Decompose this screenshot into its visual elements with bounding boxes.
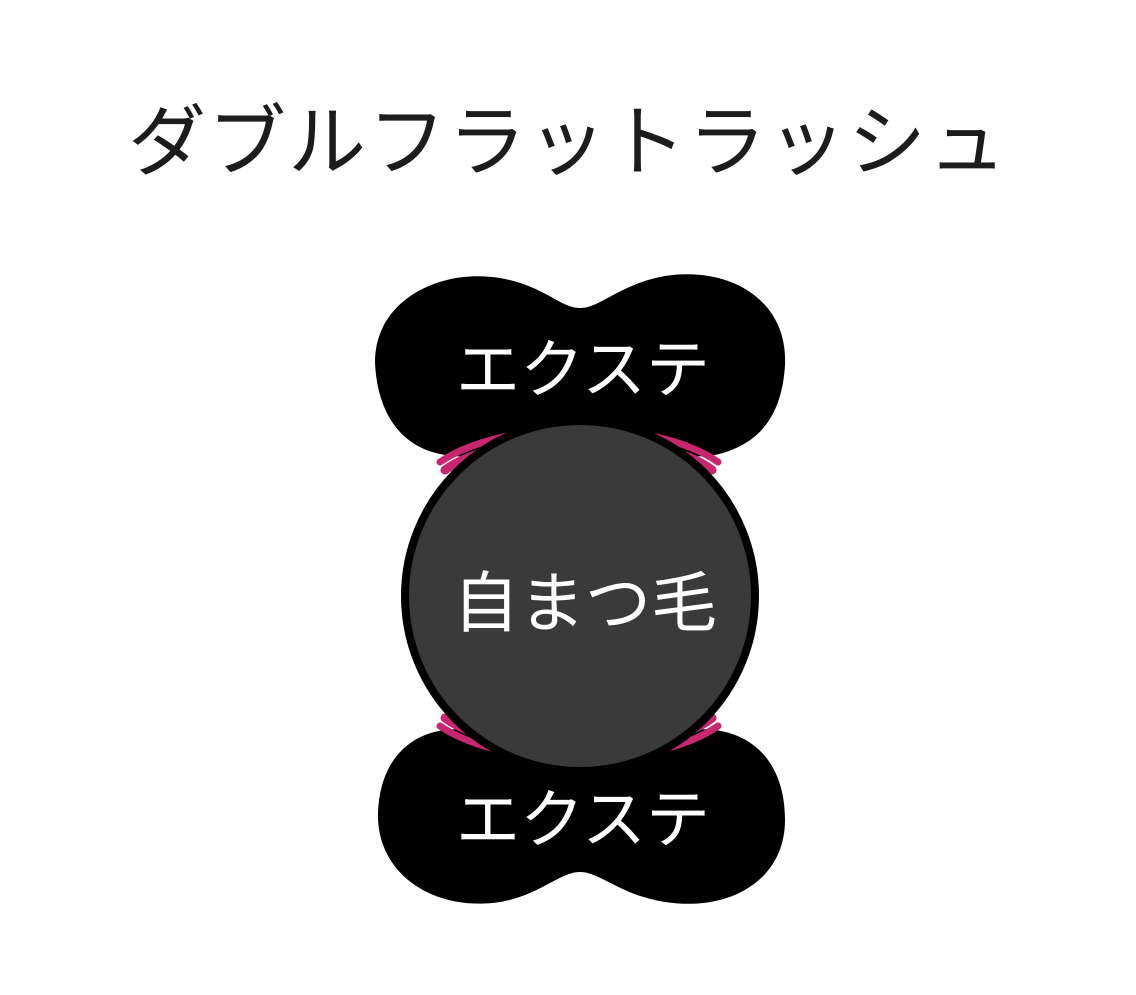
diagram-title: ダブルフラットラッシュ [127,98,1008,188]
bottom-extension-label: エクステ [456,784,710,858]
natural-lash-circle [401,417,759,775]
bottom-extension-shape [377,729,785,904]
natural-lash-label: 自まつ毛 [453,565,717,642]
top-extension-label: エクステ [456,334,710,408]
top-extension-shape [375,274,786,457]
